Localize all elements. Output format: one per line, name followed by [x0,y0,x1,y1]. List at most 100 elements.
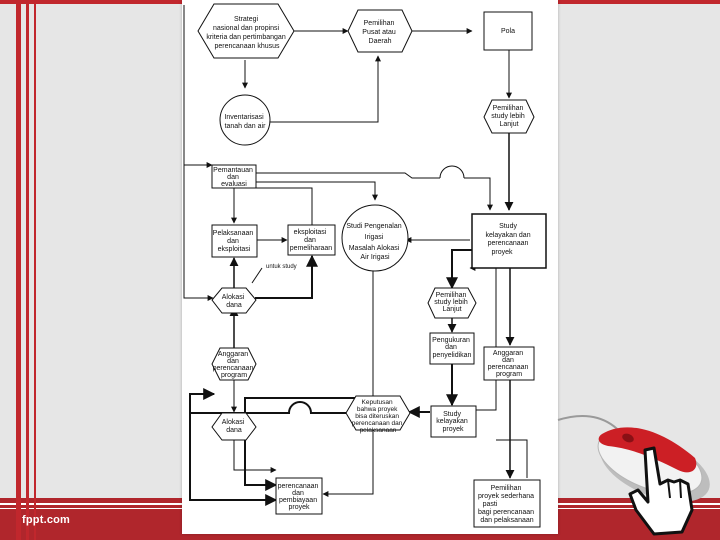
node-studi-line: Masalah Alokasi [349,245,400,252]
node-pemilihan-proyek-line: Pemilihan [491,485,522,492]
node-pola: Pola [483,11,533,51]
untuk-study-label: untuk study [266,264,297,270]
node-pemilihan-proyek-line: proyek sederhana [478,493,534,500]
node-keputusan-line: bahwa proyek [357,406,398,413]
node-study-lanjut2-line: Lanjut [442,306,461,313]
node-anggaran1-line: Anggaran [218,351,248,358]
node-pengukuran-line: Pengukuran [432,337,470,344]
node-pengukuran-line: penyelidikan [433,352,472,359]
node-alokasi2-line: Alokasi [222,419,245,426]
node-study-kel2-line: proyek [442,426,464,433]
node-study-kel2-line: kelayakan [436,418,468,425]
node-pola-label: Pola [501,28,515,35]
svg-text:Alokasi dana: Alokasi dana [222,419,247,434]
label-untuk-study: untuk study [266,264,297,270]
node-eksploitasi: eksploitasi dan pemeliharaan [287,224,336,256]
node-strategi: Strategi nasional dan propinsi kriteria … [197,3,295,59]
edge-left-bottom [189,413,278,506]
node-pemantauan-line: dan [227,174,239,181]
node-study-lanjut-line: Pemilihan [493,105,524,112]
svg-text:Studi Pengenalan Irigasi: Studi Pengenalan Irigasi Masalah Alokasi… [346,223,403,261]
node-perencanaan-line: perencanaan [278,483,319,490]
node-alokasi2-line: dana [226,427,242,434]
svg-text:Pemantauan dan eva: Pemantauan dan evaluasi [213,167,255,188]
node-alokasi-line: dana [226,302,242,309]
node-anggaran1-line: perencanaan [213,365,254,372]
node-studi-line: Air Irigasi [360,254,390,261]
node-pemilihan-study-lanjut-1: Pemilihan study lebih Lanjut [483,99,535,134]
node-study-kelayakan-line: perencanaan [488,240,529,247]
node-strategi-line: kriteria dan pertimbangan [206,34,285,41]
node-study-lanjut-line: study lebih [491,113,525,120]
node-anggaran-2: Anggaran dan perencanaan program [483,346,535,381]
svg-text:Study kelayakan pr: Study kelayakan proyek [436,411,469,433]
node-pemilihan-pusat-line: Pemilihan [364,20,395,27]
edge-inventarisasi-pemilihan [270,55,381,123]
edge-pemantauan-right [256,172,440,179]
mouse-wheel [622,433,634,443]
svg-text:Pengukuran dan pen: Pengukuran dan penyelidikan [432,337,472,359]
edge-keputusan-perencanaan [244,397,371,491]
node-pelaksanaan-line: dan [227,238,239,245]
node-studi-line: Irigasi [365,234,384,241]
node-pemilihan-proyek-line: bagi perencanaan [478,509,534,516]
left-red-line [16,0,21,540]
edge-studi-perencanaan [322,270,374,497]
node-perencanaan-line: dan [292,490,304,497]
node-study-kelayakan-line: kelayakan dan [485,232,530,239]
hand-pointer-icon [628,446,694,536]
svg-text:Pemilihan study lebih: Pemilihan study lebih Lanjut [491,105,526,128]
edge-untukstudy-line [251,267,263,284]
node-pemilihan-proyek-line: pasti [483,501,498,508]
node-eksploitasi-line: eksploitasi [294,229,327,236]
node-strategi-line: Strategi [234,16,259,23]
node-anggaran2-line: program [496,371,522,378]
svg-text:Inventarisasi tanah dan: Inventarisasi tanah dan air [224,114,266,130]
node-study-lanjut2-line: study lebih [434,299,468,306]
node-anggaran1-line: dan [227,358,239,365]
edge-studykelayakan-pemilihan2 [446,249,475,290]
node-keputusan-line: bisa diteruskan [355,413,399,420]
node-perencanaan-line: proyek [288,504,310,511]
node-perencanaan-line: pembiayaan [279,497,317,504]
edge-left-loop [183,5,214,301]
edge-pemantauan-studi [256,181,378,201]
node-inventarisasi-line: tanah dan air [225,123,267,130]
node-strategi-line: perencanaan khusus [215,43,280,50]
svg-text:perencanaan dan pe: perencanaan dan pembiayaan proyek [278,483,321,511]
edge-alokasi-untukstudy [255,254,318,299]
svg-text:Pelaksanaan dan ek: Pelaksanaan dan eksploitasi [213,230,255,253]
node-pemilihan-pusat-line: Pusat atau [362,29,396,36]
svg-text:Pemilihan study lebih: Pemilihan study lebih Lanjut [434,292,469,313]
node-eksploitasi-line: pemeliharaan [290,245,333,252]
edge-arc-hump [439,165,465,179]
connectors [183,5,528,506]
node-strategi-line: nasional dan propinsi [213,25,280,32]
node-keputusan-line: Keputusan [362,399,393,406]
svg-text:Strategi nasional dan pr: Strategi nasional dan propinsi kriteria … [206,16,287,50]
node-eksploitasi-line: dan [304,237,316,244]
node-alokasi-dana-2: Alokasi dana [211,412,257,441]
node-pemantauan-line: Pemantauan [213,167,253,174]
edge-keputusan-anggaran1 [189,388,347,414]
edge-alokasi2-perencanaan [233,440,277,473]
node-inventarisasi-line: Inventarisasi [224,114,264,121]
node-anggaran-1: Anggaran dan perencanaan program [211,347,257,381]
node-anggaran2-line: dan [502,357,514,364]
svg-text:Alokasi dana: Alokasi dana [222,294,247,309]
node-perencanaan-pembiayaan: perencanaan dan pembiayaan proyek [275,477,323,515]
svg-text:Pemilihan Pusat atau: Pemilihan Pusat atau Daerah [362,20,397,45]
edge-to-studykelayakan [464,177,493,211]
node-keputusan: Keputusan bahwa proyek bisa diteruskan p… [345,395,411,434]
node-anggaran1-line: program [221,372,247,379]
node-study-kelayakan-line: proyek [491,249,513,256]
svg-text:Pemilihan proyek sederha: Pemilihan proyek sederhana pasti bagi pe… [478,485,536,524]
node-study-kel2-line: Study [443,411,461,418]
node-pemilihan-study-lanjut-2: Pemilihan study lebih Lanjut [427,287,477,319]
node-studi-line: Studi Pengenalan [346,223,401,230]
node-pelaksanaan-line: Pelaksanaan [213,230,254,237]
node-pelaksanaan-line: eksploitasi [218,246,251,253]
left-red-line-2 [26,0,29,540]
node-study-kelayakan: Study kelayakan dan perencanaan proyek [471,213,547,269]
left-red-line-3 [34,0,36,540]
